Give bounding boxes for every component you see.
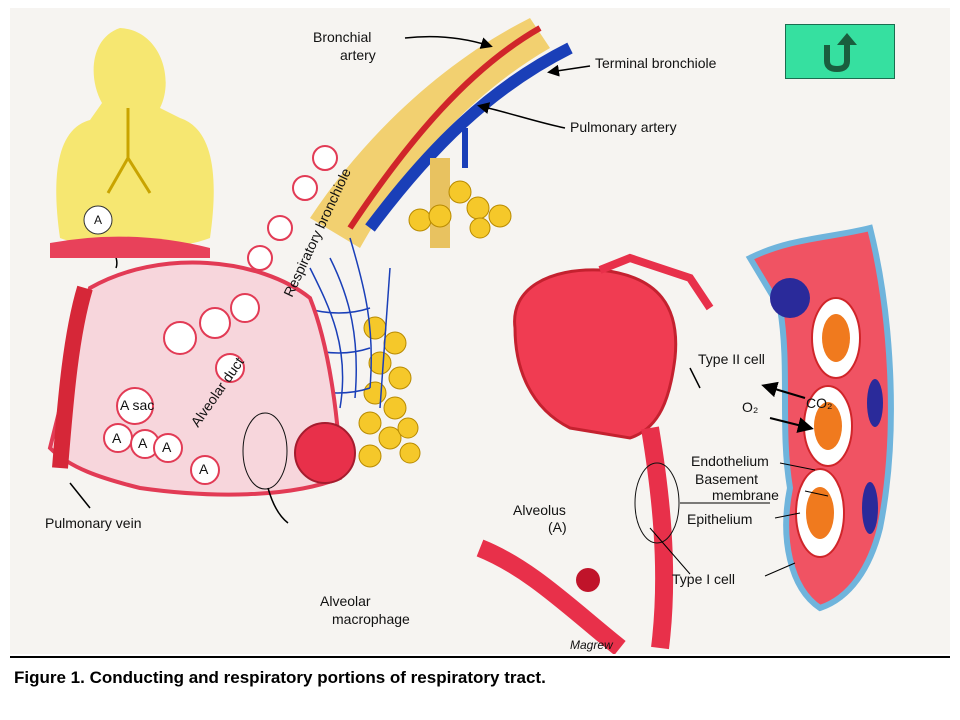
u-turn-up-arrow-icon [824, 32, 857, 72]
label-pulmonary-vein: Pulmonary vein [45, 515, 142, 531]
label-a-1: A [112, 430, 122, 446]
label-bronchial-artery-line2: artery [340, 47, 376, 63]
label-bronchial-artery: Bronchial [313, 29, 371, 45]
label-type-i-cell: Type I cell [672, 571, 735, 587]
label-alveolar-macrophage-line2: macrophage [332, 611, 410, 627]
label-pulmonary-artery: Pulmonary artery [570, 119, 677, 135]
label-a-sac: A sac [120, 397, 154, 413]
leader-lines [69, 35, 701, 509]
label-a-3: A [162, 439, 172, 455]
figure-caption: Figure 1. Conducting and respiratory por… [14, 668, 546, 687]
back-button[interactable] [785, 24, 895, 79]
label-o2: O₂ [742, 399, 758, 415]
alveolar-sac-region [47, 145, 356, 524]
respiratory-tract-illustration: A [10, 8, 950, 654]
capillary-network [299, 237, 391, 409]
inset-label-a: A [94, 213, 102, 227]
label-epithelium: Epithelium [687, 511, 752, 527]
label-a-4: A [199, 461, 209, 477]
label-co2: CO₂ [806, 395, 832, 411]
alveolus-detail [476, 253, 770, 654]
label-a-2: A [138, 435, 148, 451]
label-alveolar-macrophage: Alveolar [320, 593, 371, 609]
label-alveolus: Alveolus [513, 502, 566, 518]
gas-exchange-detail [745, 224, 894, 612]
label-terminal-bronchiole: Terminal bronchiole [595, 55, 717, 71]
label-endothelium: Endothelium [691, 453, 769, 469]
label-basement-membrane-line2: membrane [712, 487, 779, 503]
caption-divider [10, 656, 950, 658]
label-alveolus-line2: (A) [548, 519, 567, 535]
artist-signature: Magrew [570, 638, 614, 652]
label-basement-membrane: Basement [695, 471, 758, 487]
label-type-ii-cell: Type II cell [698, 351, 765, 367]
torso-inset: A [50, 28, 214, 269]
